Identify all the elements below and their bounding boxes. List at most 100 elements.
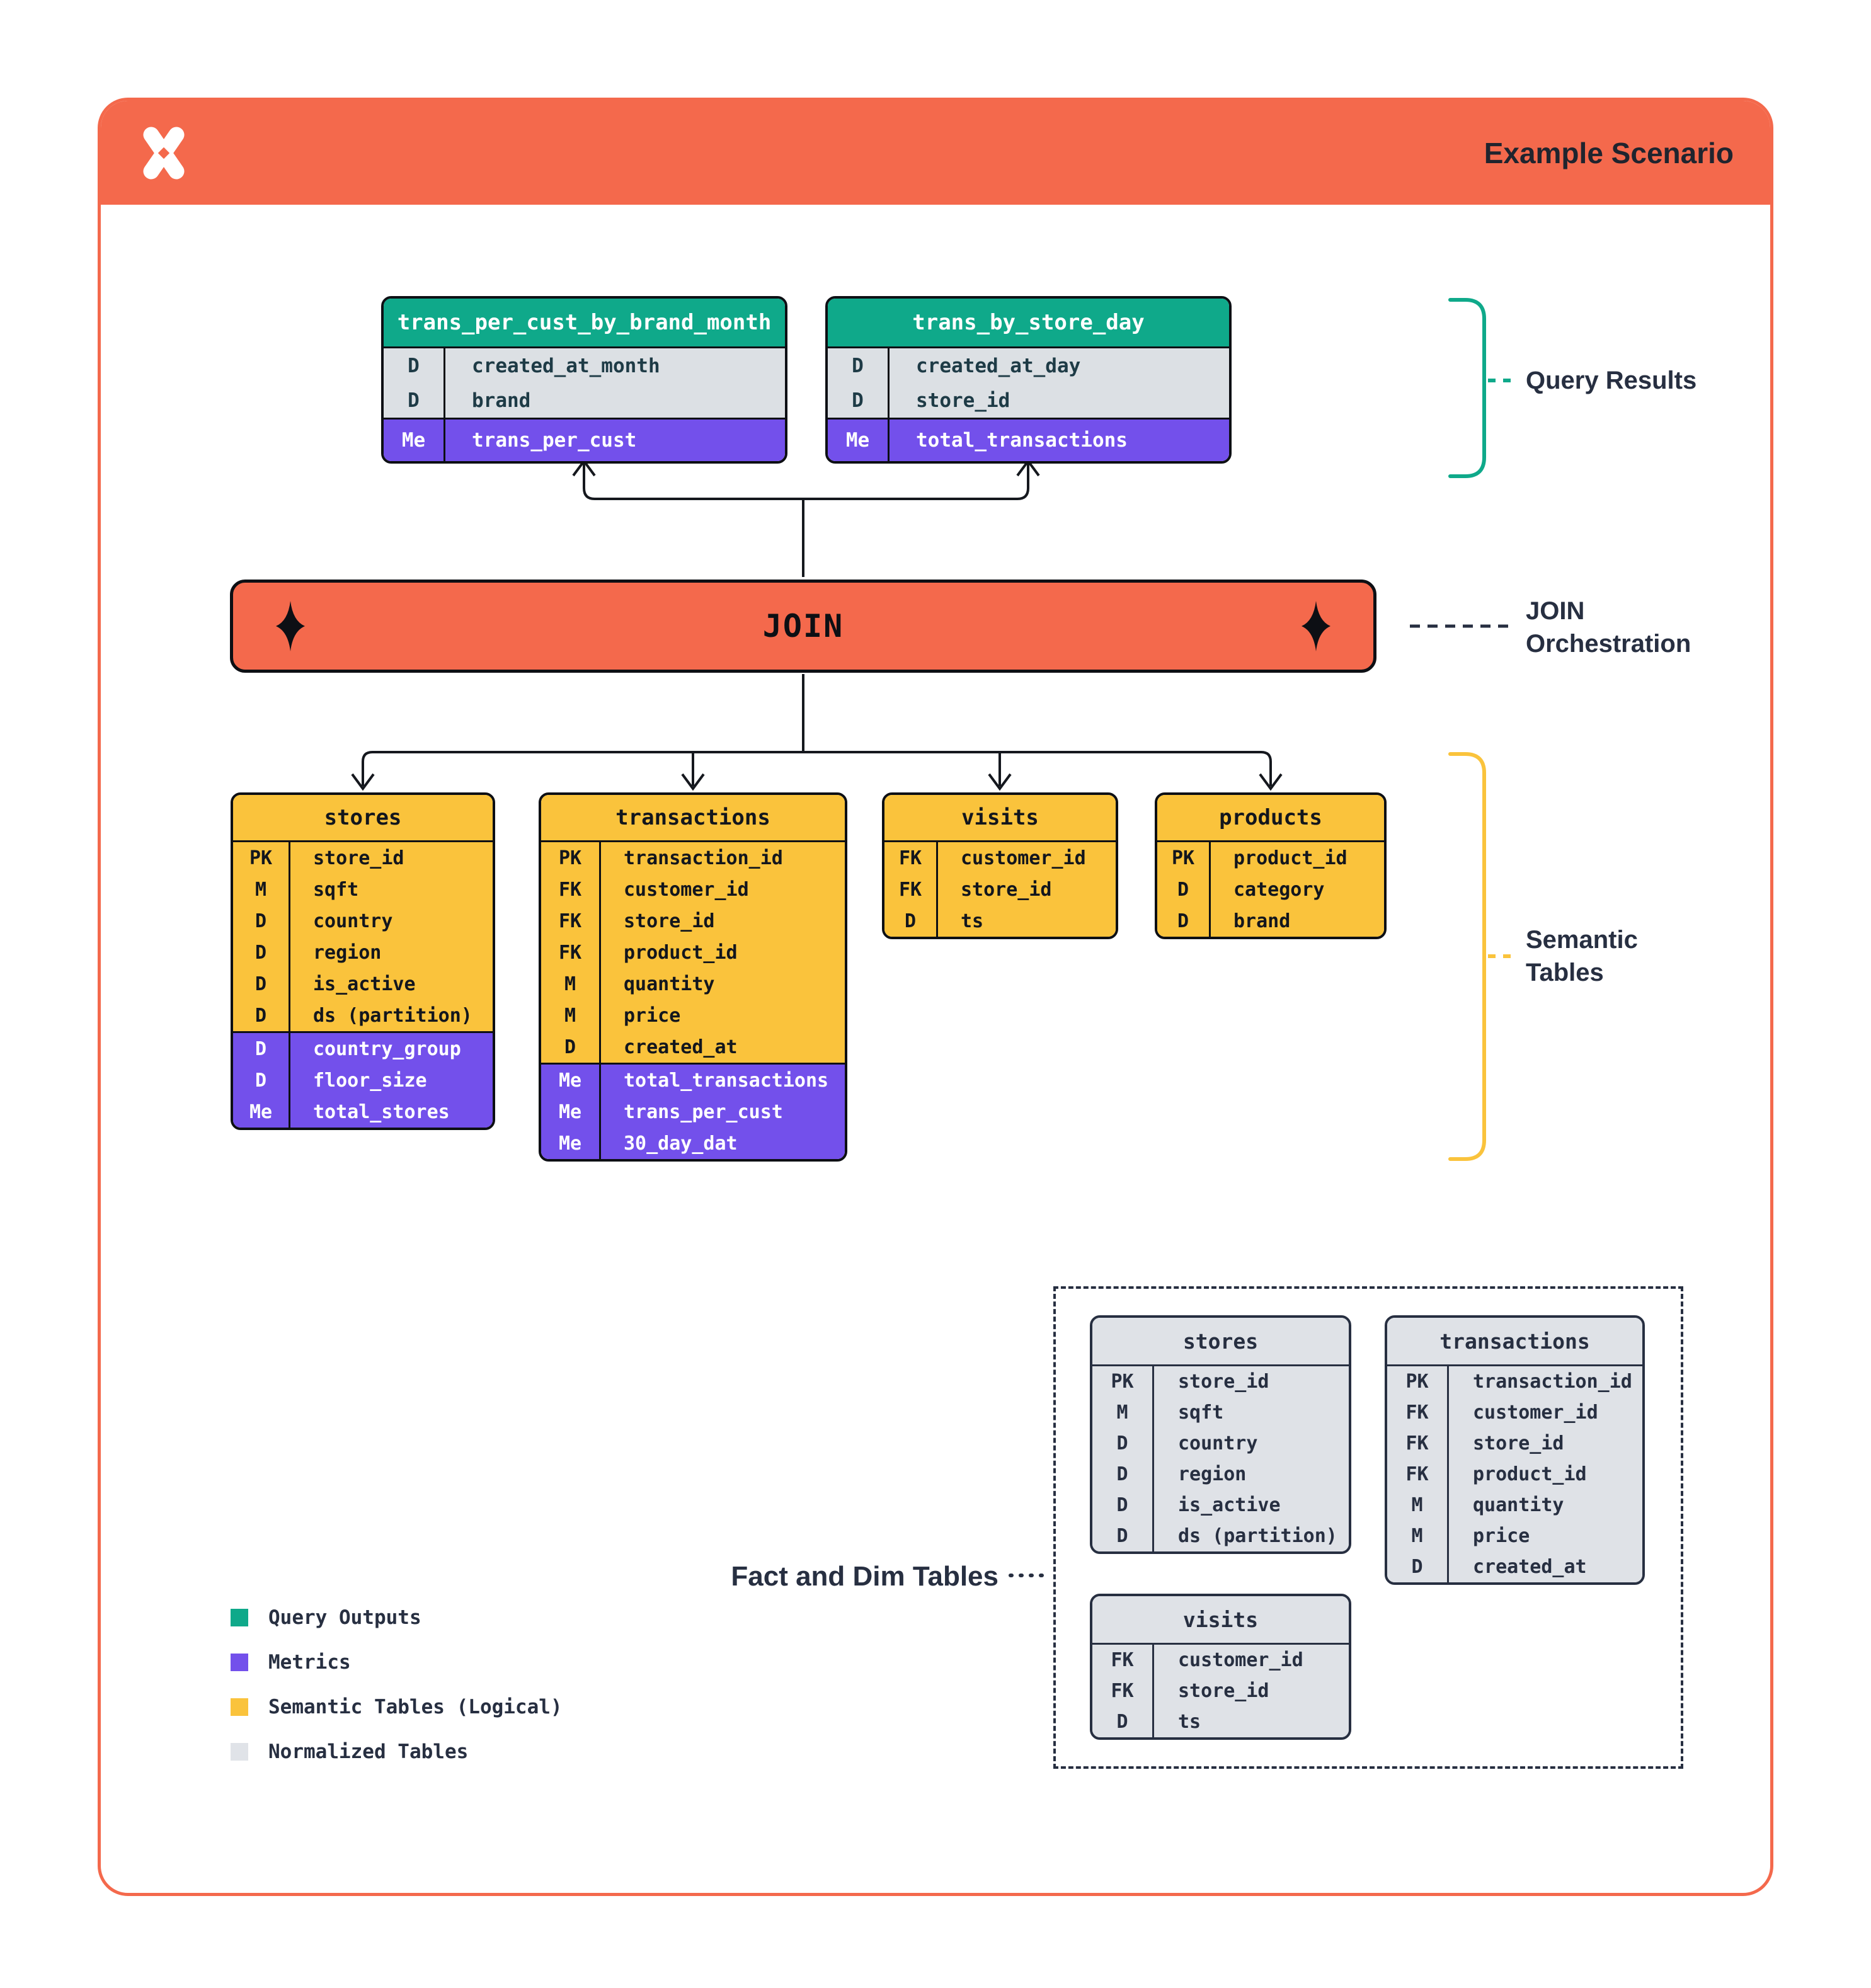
table-row: PK product_id — [1157, 842, 1384, 874]
query-results-label: Query Results — [1526, 367, 1697, 394]
key-badge: FK — [1387, 1397, 1449, 1428]
field-name: customer_id — [624, 878, 749, 901]
field-name: is_active — [313, 973, 416, 995]
field-name: created_at — [624, 1036, 738, 1058]
key-badge: D — [1387, 1551, 1449, 1582]
field-name: brand — [472, 389, 531, 412]
field-name: product_id — [1473, 1463, 1587, 1485]
key-badge: D — [1157, 874, 1211, 905]
field-name: customer_id — [1178, 1649, 1303, 1671]
field-name: brand — [1233, 910, 1291, 932]
field-name: ds (partition) — [313, 1004, 472, 1027]
key-badge: PK — [1387, 1366, 1449, 1397]
field-name: category — [1233, 878, 1325, 901]
fact-dim-tables-label: Fact and Dim Tables — [731, 1561, 998, 1592]
field-name: created_at — [1473, 1556, 1587, 1578]
join-orchestration-label: JOIN Orchestration — [1526, 595, 1691, 660]
field-name: store_id — [961, 878, 1052, 901]
field-name: store_id — [1178, 1680, 1269, 1702]
key-badge: FK — [541, 905, 601, 937]
key-badge: D — [233, 905, 290, 937]
field-name: quantity — [624, 973, 715, 995]
page-title: Example Scenario — [1484, 136, 1734, 169]
key-badge: D — [233, 968, 290, 1000]
field-name: store_id — [1473, 1432, 1564, 1454]
key-badge: FK — [1092, 1676, 1154, 1706]
semantic-tables-line1: Semantic — [1526, 926, 1638, 954]
table-row: FK store_id — [1092, 1676, 1349, 1706]
field-name: price — [1473, 1525, 1530, 1547]
key-badge: Me — [541, 1065, 601, 1096]
field-name: price — [624, 1004, 681, 1027]
key-badge: D — [233, 1065, 290, 1096]
key-badge: D — [1092, 1490, 1154, 1521]
legend-item-semantic-tables: Semantic Tables (Logical) — [231, 1684, 563, 1729]
key-badge: FK — [541, 874, 601, 905]
table-row: Me 30_day_dat — [541, 1128, 845, 1159]
field-name: store_id — [313, 847, 404, 869]
table-title: products — [1157, 795, 1384, 842]
field-name: floor_size — [313, 1069, 427, 1092]
field-name: country_group — [313, 1037, 461, 1060]
field-name: product_id — [1233, 847, 1347, 869]
field-name: 30_day_dat — [624, 1132, 738, 1155]
field-name: region — [1178, 1463, 1247, 1485]
key-badge: PK — [1157, 842, 1211, 874]
key-badge: M — [233, 874, 290, 905]
field-name: ts — [961, 910, 984, 932]
key-badge: FK — [541, 937, 601, 968]
sparkle-icon — [276, 601, 305, 651]
field-name: store_id — [624, 910, 715, 932]
metrics-swatch-icon — [231, 1653, 248, 1671]
key-badge: D — [233, 937, 290, 968]
key-badge: Me — [541, 1128, 601, 1159]
query-outputs-swatch-icon — [231, 1608, 248, 1626]
field-name: ts — [1178, 1711, 1201, 1733]
table-title: transactions — [1387, 1318, 1642, 1366]
key-badge: D — [541, 1031, 601, 1063]
table-title: stores — [233, 795, 493, 842]
field-name: trans_per_cust — [624, 1100, 783, 1123]
key-badge: D — [1092, 1521, 1154, 1551]
key-badge: PK — [541, 842, 601, 874]
field-name: region — [313, 941, 382, 964]
join-orchestration-line2: Orchestration — [1526, 630, 1691, 658]
join-orchestration-line1: JOIN — [1526, 597, 1585, 625]
key-badge: Me — [828, 420, 890, 461]
field-name: transaction_id — [624, 847, 783, 869]
key-badge: Me — [384, 420, 445, 461]
field-name: total_stores — [313, 1100, 450, 1123]
semantic-tables-swatch-icon — [231, 1698, 248, 1716]
